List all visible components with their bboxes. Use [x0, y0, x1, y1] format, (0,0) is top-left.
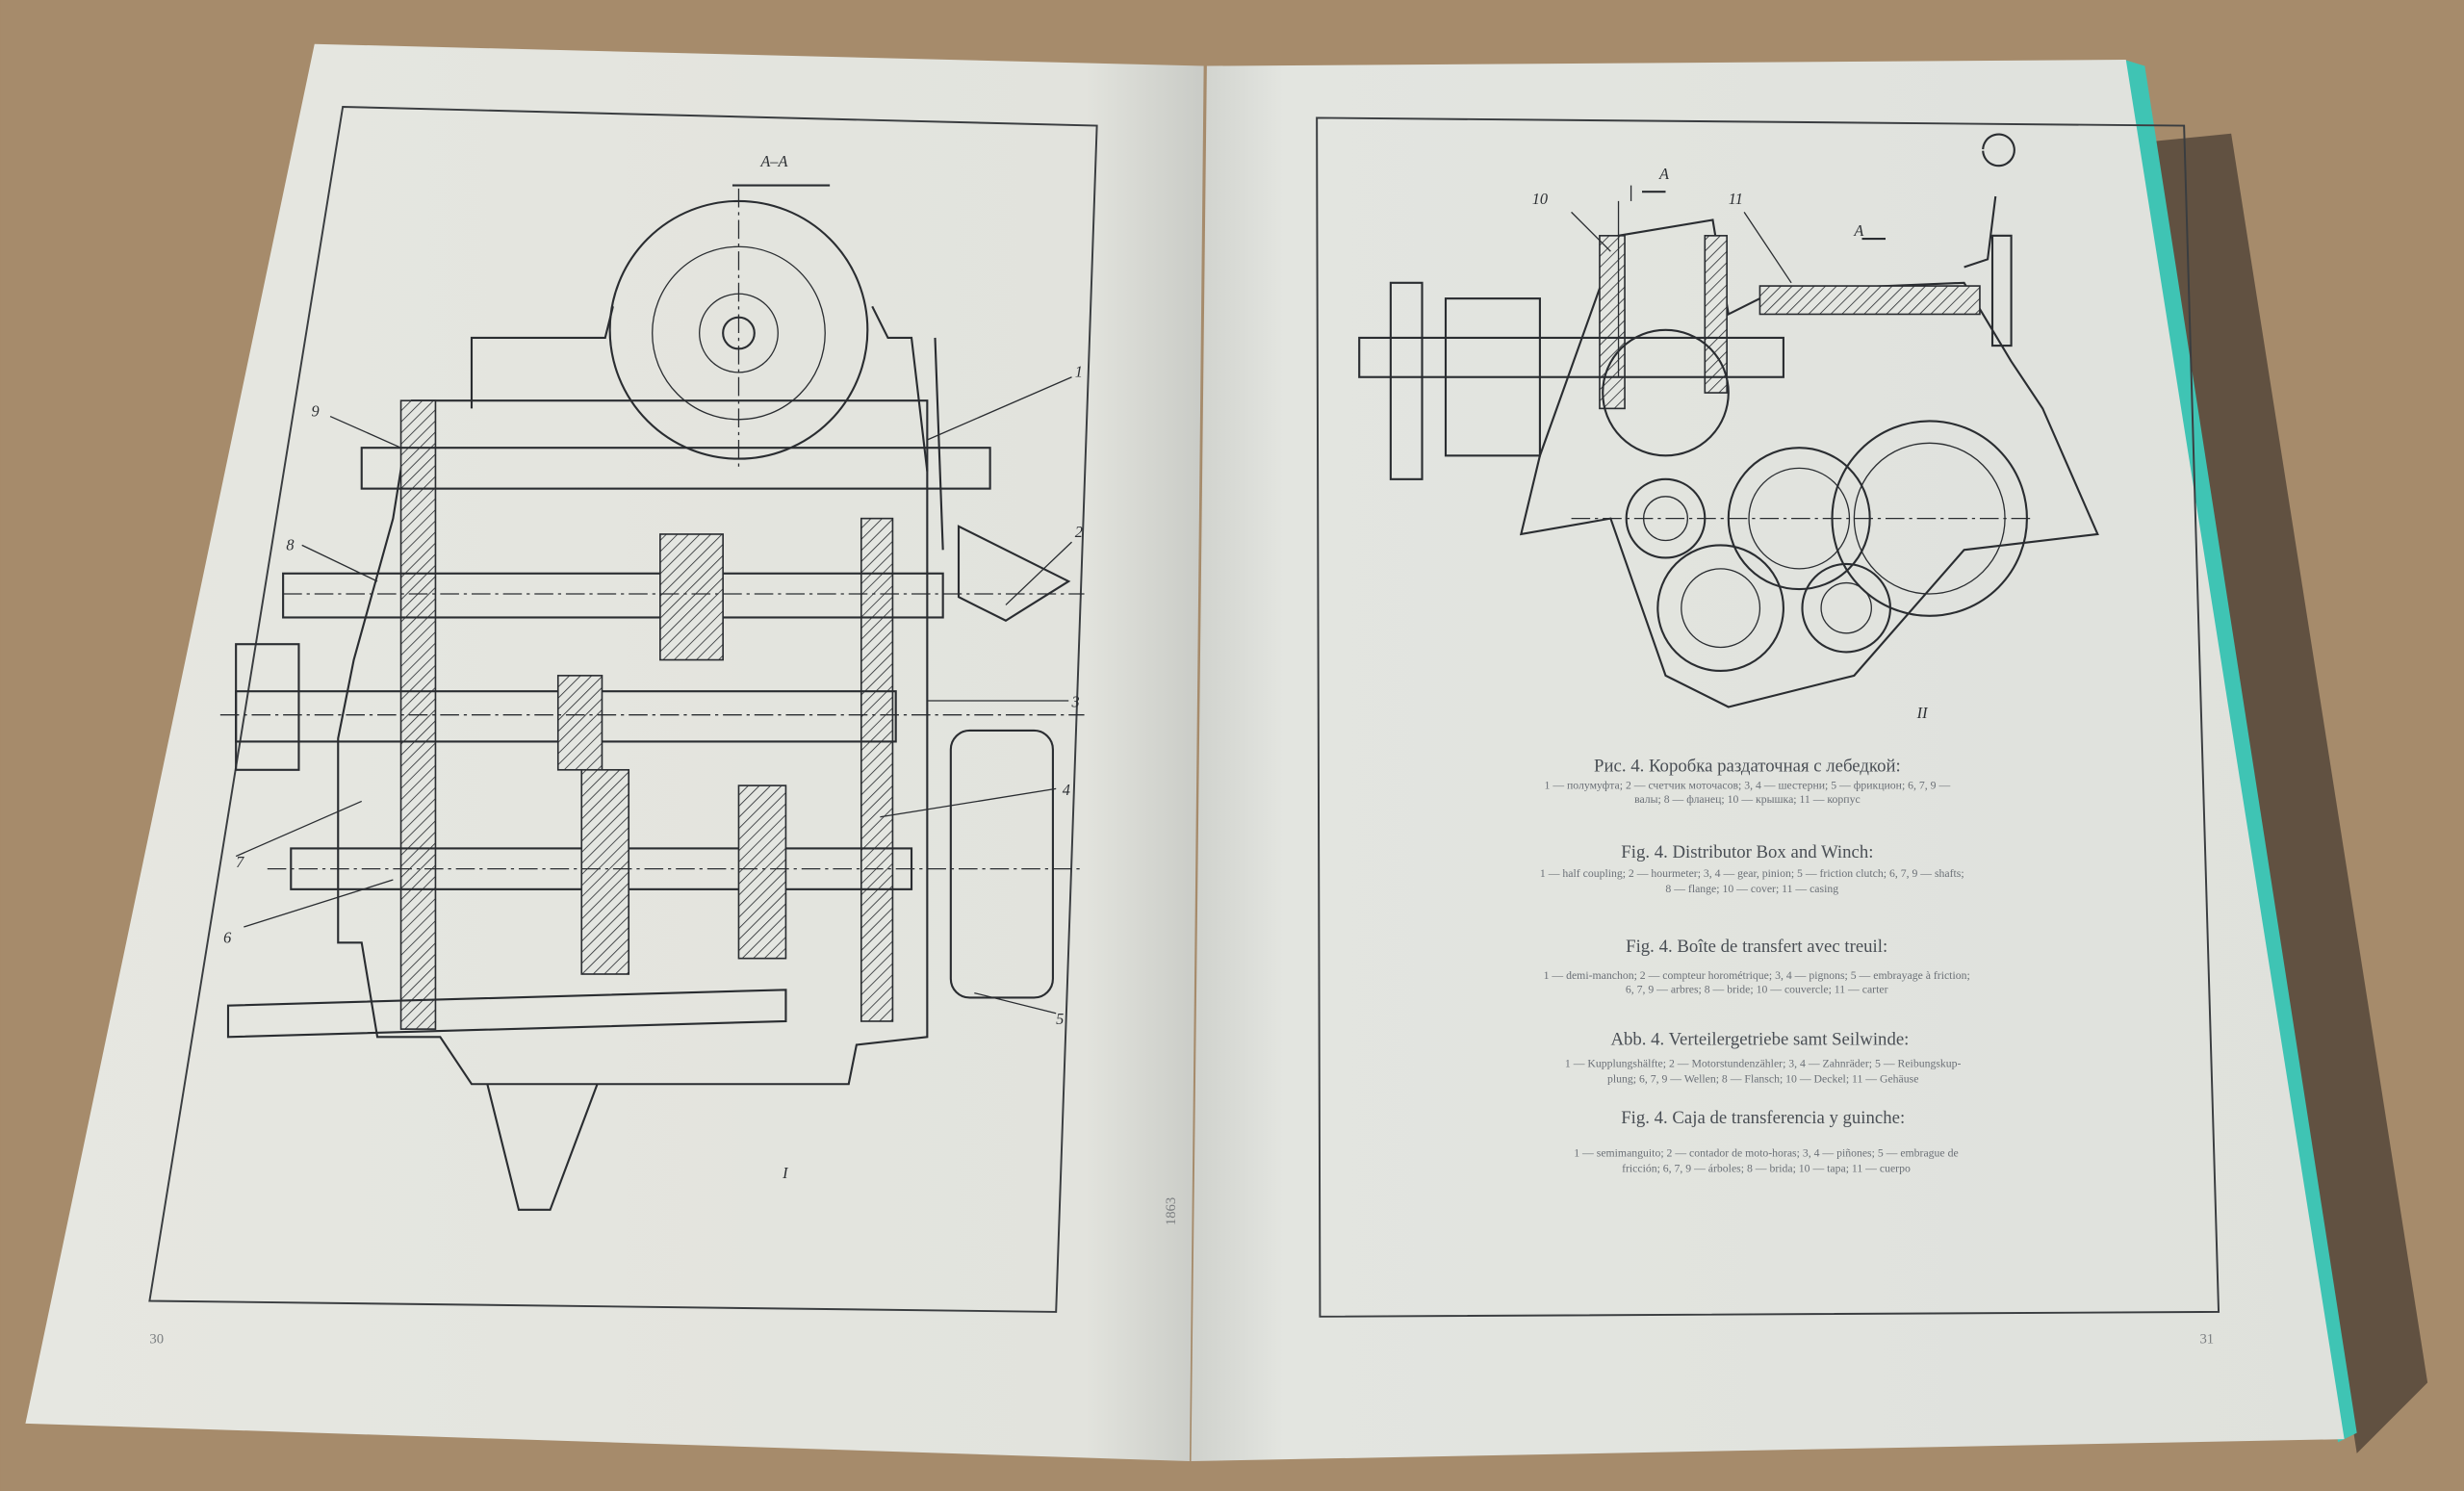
callout-6: 6 [223, 928, 232, 946]
section-mark-a2: A [1853, 221, 1864, 240]
gearbox-drawing-section-a [219, 184, 1085, 1211]
svg-text:Fig. 4. Boîte de transfert ave: Fig. 4. Boîte de transfert avec treuil: [1626, 937, 1887, 957]
svg-text:1 — demi-manchon; 2 — compteur: 1 — demi-manchon; 2 — compteur horométri… [1544, 969, 1970, 982]
view-label: II [1916, 704, 1929, 722]
callout-2: 2 [1075, 523, 1083, 541]
callout-1: 1 [1075, 363, 1083, 381]
page-number: 31 [2199, 1332, 2214, 1348]
callout-4: 4 [1063, 781, 1070, 799]
svg-text:8 — flange; 10 — cover; 11 — c: 8 — flange; 10 — cover; 11 — casing [1665, 883, 1838, 895]
drawing-frame [1316, 116, 2220, 1318]
page-number: 30 [149, 1332, 164, 1348]
cover-edge [2124, 60, 2357, 1443]
svg-text:1 — Kupplungshälfte; 2 — Motor: 1 — Kupplungshälfte; 2 — Motorstundenzäh… [1565, 1057, 1962, 1069]
callout-5: 5 [1056, 1010, 1064, 1028]
section-mark-a1: A [1658, 165, 1670, 183]
drawing-frame [148, 105, 1098, 1313]
svg-text:Fig. 4. Caja de transferencia: Fig. 4. Caja de transferencia y guinche: [1621, 1108, 1905, 1128]
callout-11: 11 [1729, 190, 1743, 208]
right-page: A A 10 11 II Рис. 4. Коробка раздаточная… [1191, 60, 2345, 1461]
figure-caption-fr: Fig. 4. Boîte de transfert avec treuil: … [1544, 937, 1970, 995]
svg-text:Fig. 4. Distributor Box and Wi: Fig. 4. Distributor Box and Winch: [1621, 842, 1873, 862]
svg-text:fricción; 6, 7, 9 — árboles; 8: fricción; 6, 7, 9 — árboles; 8 — brida; … [1622, 1163, 1911, 1175]
svg-text:1 — semimanguito; 2 — contador: 1 — semimanguito; 2 — contador de moto-h… [1574, 1146, 1958, 1159]
spine-mark: 1863 [1164, 1197, 1179, 1225]
book-shadow [2152, 133, 2428, 1453]
callout-9: 9 [312, 402, 320, 421]
svg-text:6, 7, 9 — arbres; 8 — bride; 1: 6, 7, 9 — arbres; 8 — bride; 10 — couver… [1626, 984, 1888, 996]
callout-7: 7 [236, 853, 244, 871]
svg-text:plung; 6, 7, 9 — Wellen; 8 — F: plung; 6, 7, 9 — Wellen; 8 — Flansch; 10… [1607, 1073, 1918, 1086]
figure-caption-ru: Рис. 4. Коробка раздаточная с лебедкой: … [1545, 756, 1951, 806]
figure-caption-es: Fig. 4. Caja de transferencia y guinche:… [1574, 1108, 1958, 1175]
svg-text:Рис. 4. Коробка раздаточная с: Рис. 4. Коробка раздаточная с лебедкой: [1594, 756, 1901, 776]
callout-10: 10 [1532, 190, 1548, 208]
figure-caption-de: Abb. 4. Verteilergetriebe samt Seilwinde… [1565, 1029, 1962, 1085]
callout-3: 3 [1071, 693, 1080, 711]
callout-8: 8 [286, 535, 294, 553]
svg-text:валы; 8 — фланец; 10 — крышка;: валы; 8 — фланец; 10 — крышка; 11 — корп… [1634, 793, 1861, 806]
svg-text:1 — полумуфта; 2 — счетчик мот: 1 — полумуфта; 2 — счетчик моточасов; 3,… [1545, 779, 1951, 791]
winch-drawing-section [1358, 133, 2099, 708]
view-label: I [782, 1164, 789, 1182]
section-label: А–А [759, 152, 788, 170]
left-page: А–А 1 2 3 4 5 6 7 8 9 I 1863 30 [25, 43, 1204, 1461]
svg-text:Abb. 4. Verteilergetriebe samt: Abb. 4. Verteilergetriebe samt Seilwinde… [1610, 1029, 1909, 1049]
figure-caption-en: Fig. 4. Distributor Box and Winch: 1 — h… [1540, 842, 1964, 895]
svg-text:1 — half coupling; 2 — hourmet: 1 — half coupling; 2 — hourmeter; 3, 4 —… [1540, 867, 1964, 880]
